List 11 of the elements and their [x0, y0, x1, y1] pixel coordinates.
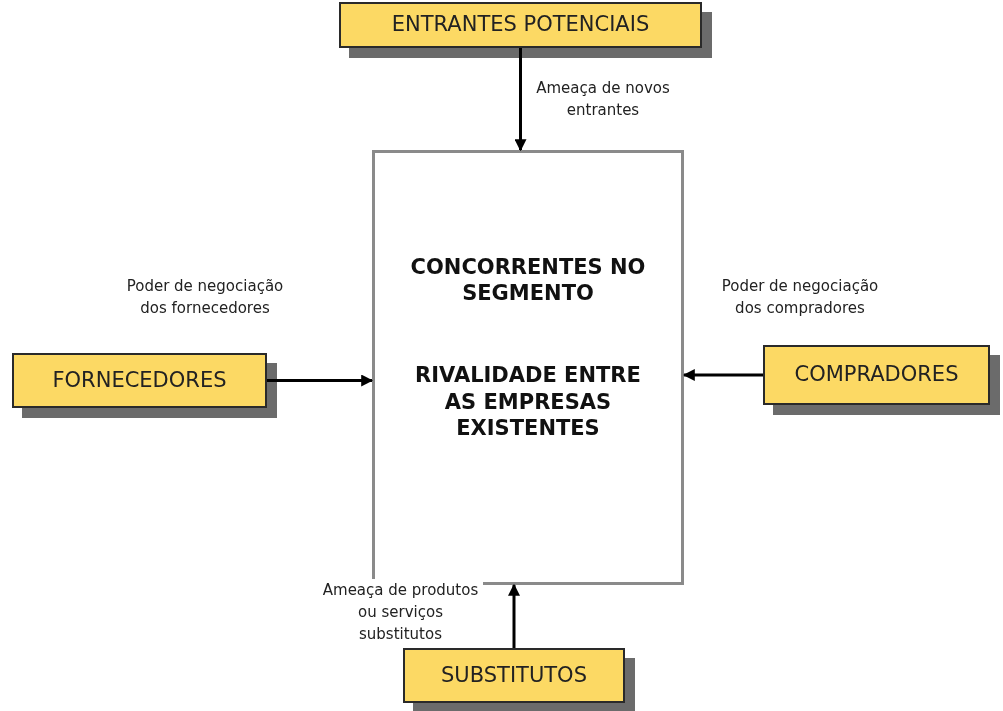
- box-label: COMPRADORES: [794, 361, 959, 389]
- box-heading: CONCORRENTES NO SEGMENTO: [409, 253, 647, 307]
- box-heading: RIVALIDADE ENTRE AS EMPRESAS EXISTENTES: [414, 362, 642, 442]
- arrow: [514, 48, 527, 152]
- arrow: [508, 583, 520, 648]
- center-box: [372, 150, 684, 585]
- arrow: [682, 369, 763, 381]
- box-label: SUBSTITUTOS: [441, 661, 587, 689]
- arrow: [267, 374, 374, 387]
- box-label: ENTRANTES POTENCIAIS: [391, 11, 650, 39]
- box-label: FORNECEDORES: [52, 366, 227, 394]
